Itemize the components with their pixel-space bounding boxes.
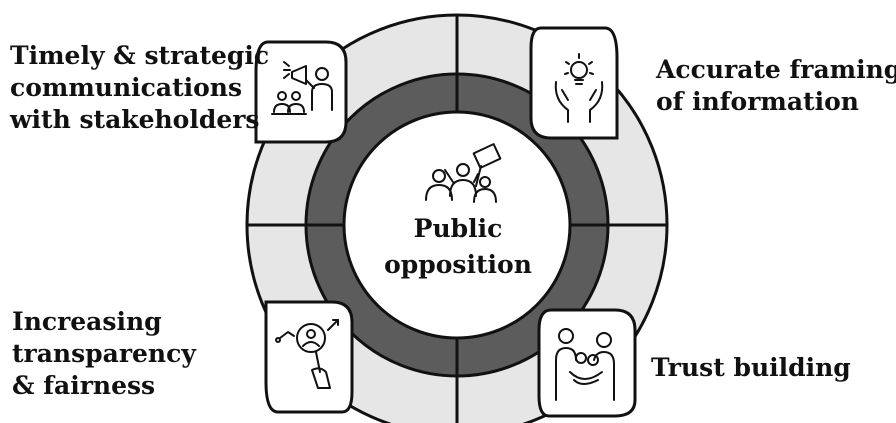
label-line: Increasing — [12, 307, 162, 336]
label-line: transparency — [12, 339, 196, 368]
factor-label-framing: Accurate framing of information — [656, 54, 896, 118]
center-title-line-1: Public — [413, 214, 503, 243]
label-line: Timely & strategic — [10, 41, 270, 70]
icon-box-communications — [254, 40, 348, 144]
label-line: Accurate framing — [656, 55, 896, 84]
hands-lightbulb-icon — [554, 53, 604, 123]
magnifier-growth-icon — [275, 319, 339, 389]
label-line: with stakeholders — [10, 105, 260, 134]
factor-label-transparency: Increasing transparency & fairness — [12, 306, 196, 402]
family-hands-icon — [555, 328, 615, 401]
label-line: Trust building — [651, 353, 851, 382]
icon-box-transparency — [264, 300, 354, 414]
factor-label-communications: Timely & strategic communications with s… — [10, 40, 269, 136]
label-line: of information — [656, 87, 859, 116]
center-circle — [342, 110, 572, 340]
factor-label-trust: Trust building — [651, 352, 851, 384]
center-title-line-2: opposition — [384, 250, 532, 279]
protest-crowd-icon — [425, 143, 502, 203]
label-line: communications — [10, 73, 243, 102]
megaphone-audience-icon — [271, 61, 333, 115]
icon-box-trust — [537, 308, 637, 418]
icon-box-framing — [529, 26, 619, 140]
label-line: & fairness — [12, 371, 156, 400]
